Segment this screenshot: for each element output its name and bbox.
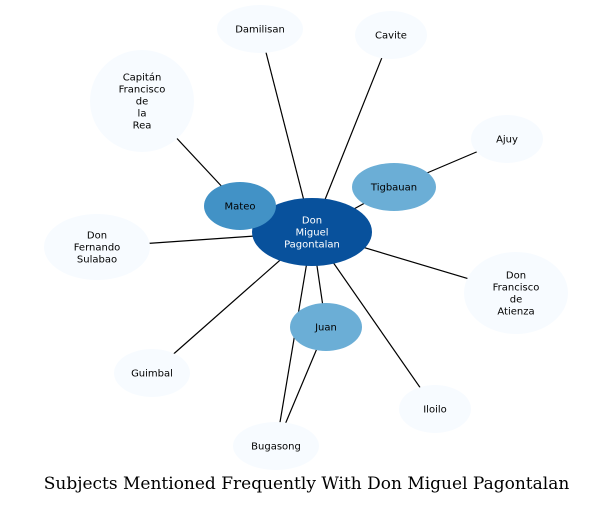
node-guimbal: Guimbal: [114, 349, 190, 397]
diagram-title: Subjects Mentioned Frequently With Don M…: [43, 474, 570, 494]
node-iloilo: Iloilo: [399, 385, 471, 433]
node-mateo: Mateo: [204, 182, 276, 230]
network-graph: DonMiguelPagontalanDamilisanCaviteCapitá…: [44, 5, 568, 470]
node-atienza-ellipse: [464, 252, 568, 334]
node-capitan-label: Francisco: [119, 85, 166, 96]
node-capitan-ellipse: [90, 50, 194, 152]
node-center-label: Don: [302, 216, 322, 227]
node-bugasong: Bugasong: [233, 422, 319, 470]
node-capitan-label: de: [136, 97, 149, 108]
node-atienza-label: Atienza: [497, 307, 534, 318]
node-guimbal-label: Guimbal: [131, 369, 173, 380]
node-ajuy-ellipse: [471, 115, 543, 163]
node-iloilo-ellipse: [399, 385, 471, 433]
node-guimbal-ellipse: [114, 349, 190, 397]
node-juan-ellipse: [290, 303, 362, 351]
node-iloilo-label: Iloilo: [423, 405, 447, 416]
node-cavite-ellipse: [355, 11, 427, 59]
node-cavite: Cavite: [355, 11, 427, 59]
nodes-layer: DonMiguelPagontalanDamilisanCaviteCapitá…: [44, 5, 568, 470]
node-mateo-label: Mateo: [225, 202, 256, 213]
node-atienza-label: Francisco: [493, 283, 540, 294]
node-capitan-label: la: [138, 109, 147, 120]
node-atienza-label: de: [510, 295, 523, 306]
node-fernando-label: Don: [87, 231, 107, 242]
node-atienza-label: Don: [506, 271, 526, 282]
node-damilisan-ellipse: [217, 5, 303, 53]
node-damilisan-label: Damilisan: [235, 25, 285, 36]
node-mateo-ellipse: [204, 182, 276, 230]
node-tigbauan: Tigbauan: [352, 163, 436, 211]
node-capitan-label: Rea: [133, 121, 152, 132]
edge-center-bugasong: [275, 231, 313, 447]
node-bugasong-ellipse: [233, 422, 319, 470]
node-tigbauan-ellipse: [352, 163, 436, 211]
node-fernando-label: Sulabao: [77, 255, 117, 266]
node-ajuy-label: Ajuy: [496, 135, 518, 146]
node-ajuy: Ajuy: [471, 115, 543, 163]
node-juan-label: Juan: [314, 323, 337, 334]
node-damilisan: Damilisan: [217, 5, 303, 53]
node-tigbauan-label: Tigbauan: [370, 183, 417, 194]
node-center-label: Miguel: [295, 228, 328, 239]
edge-center-damilisan: [259, 28, 313, 233]
node-center-label: Pagontalan: [284, 240, 340, 251]
node-center-ellipse: [252, 198, 372, 266]
node-capitan-label: Capitán: [123, 72, 162, 84]
node-fernando-ellipse: [44, 214, 150, 280]
node-cavite-label: Cavite: [375, 31, 407, 42]
node-fernando-label: Fernando: [74, 243, 121, 254]
node-juan: Juan: [290, 303, 362, 351]
node-bugasong-label: Bugasong: [251, 442, 301, 453]
